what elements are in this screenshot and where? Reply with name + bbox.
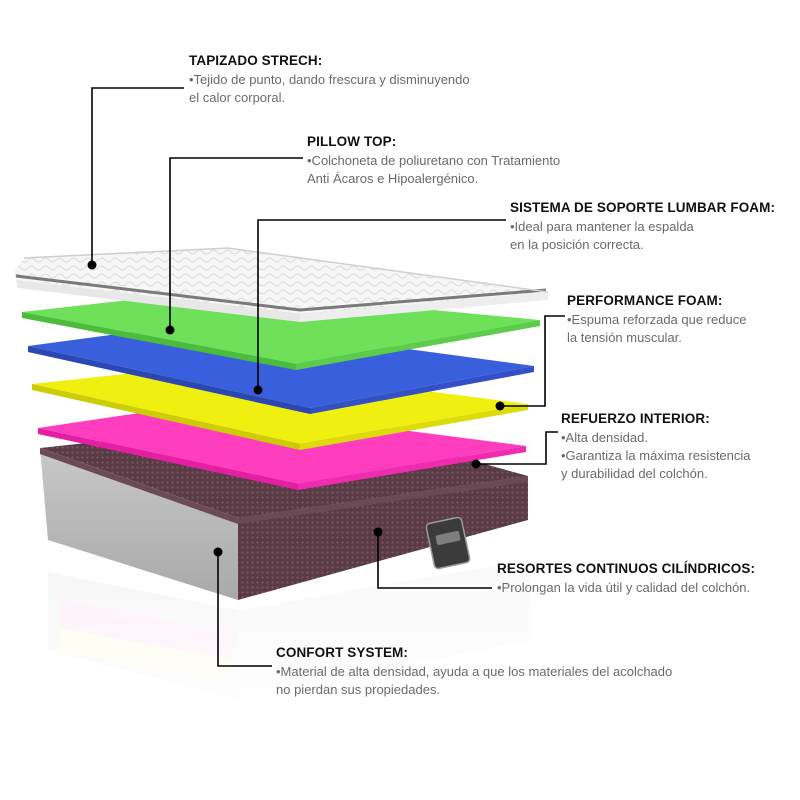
label-tapizado: TAPIZADO STRECH: •Tejido de punto, dando… xyxy=(189,53,470,107)
marker-dot-resortes xyxy=(373,527,383,537)
label-title: CONFORT SYSTEM: xyxy=(276,645,408,660)
label-desc-line: •Garantiza la máxima resistencia xyxy=(561,448,751,463)
leader-line-performance xyxy=(500,315,565,407)
label-desc-line: •Material de alta densidad, ayuda a que … xyxy=(276,664,673,679)
label-lumbar: SISTEMA DE SOPORTE LUMBAR FOAM: •Ideal p… xyxy=(510,200,775,254)
label-desc-line: Anti Ácaros e Hipoalergénico. xyxy=(307,171,479,186)
label-title: RESORTES CONTINUOS CILÍNDRICOS: xyxy=(497,561,756,576)
marker-dot-refuerzo xyxy=(471,459,481,469)
label-title: PILLOW TOP: xyxy=(307,134,397,149)
label-desc-line: la tensión muscular. xyxy=(567,330,682,345)
marker-dot-tapizado xyxy=(87,260,97,270)
label-title: TAPIZADO STRECH: xyxy=(189,53,323,68)
label-confort: CONFORT SYSTEM: •Material de alta densid… xyxy=(276,645,672,699)
leader-line-pillow xyxy=(169,157,303,330)
marker-dot-confort xyxy=(213,547,223,557)
label-title: REFUERZO INTERIOR: xyxy=(561,411,710,426)
label-desc-line: •Colchoneta de poliuretano con Tratamien… xyxy=(307,153,561,168)
marker-dot-performance xyxy=(495,401,505,411)
label-desc-line: •Tejido de punto, dando frescura y dismi… xyxy=(189,72,470,87)
label-desc-line: en la posición correcta. xyxy=(510,237,644,252)
label-desc-line: y durabilidad del colchón. xyxy=(561,466,708,481)
label-desc-line: •Espuma reforzada que reduce xyxy=(567,312,747,327)
leader-line-confort xyxy=(217,552,272,667)
brand-label-icon xyxy=(425,516,471,570)
label-title: PERFORMANCE FOAM: xyxy=(567,293,723,308)
leader-lines xyxy=(91,87,565,667)
marker-dots xyxy=(87,260,505,557)
label-desc-line: el calor corporal. xyxy=(189,90,286,105)
label-desc-line: •Ideal para mantener la espalda xyxy=(510,219,694,234)
label-desc-line: no pierdan sus propiedades. xyxy=(276,682,441,697)
label-desc-line: •Alta densidad. xyxy=(561,430,648,445)
label-pillow: PILLOW TOP: •Colchoneta de poliuretano c… xyxy=(307,134,560,188)
leader-line-lumbar xyxy=(257,219,506,390)
label-desc-line: •Prolongan la vida útil y calidad del co… xyxy=(497,580,751,595)
label-performance: PERFORMANCE FOAM: •Espuma reforzada que … xyxy=(567,293,746,347)
marker-dot-lumbar xyxy=(253,385,263,395)
label-title: SISTEMA DE SOPORTE LUMBAR FOAM: xyxy=(510,200,776,215)
label-resortes: RESORTES CONTINUOS CILÍNDRICOS: •Prolong… xyxy=(497,561,755,597)
marker-dot-pillow xyxy=(165,325,175,335)
label-refuerzo: REFUERZO INTERIOR: •Alta densidad. •Gara… xyxy=(561,411,751,483)
mattress-reflection xyxy=(40,560,540,720)
leader-line-refuerzo xyxy=(476,431,558,465)
leader-line-tapizado xyxy=(91,87,184,265)
leader-line-resortes xyxy=(377,532,492,589)
